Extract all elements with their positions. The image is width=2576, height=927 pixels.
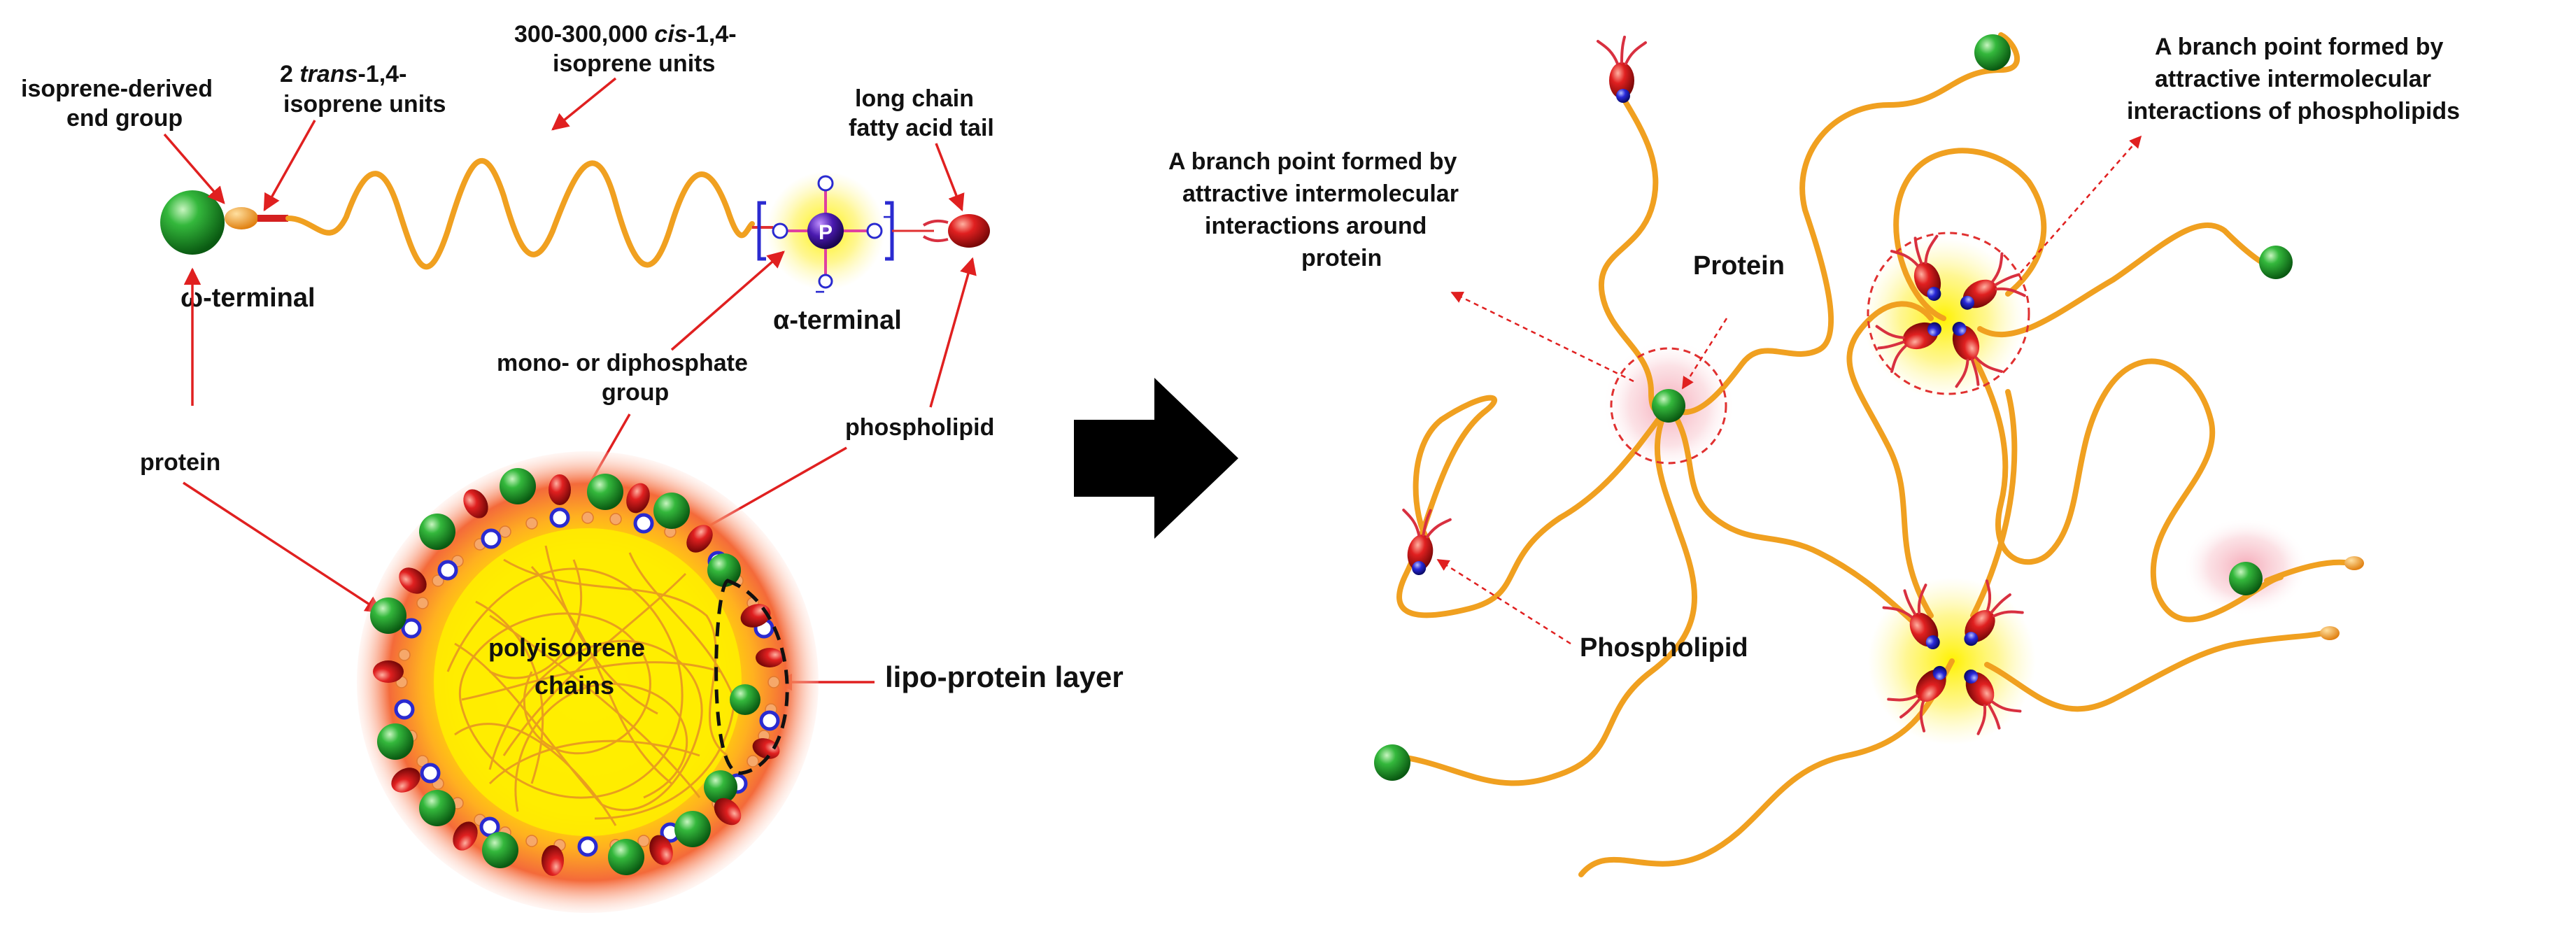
label-fatty-2: fatty acid tail — [849, 115, 994, 141]
rubber-molecule: P − − — [160, 157, 990, 302]
network-protein-right — [2259, 246, 2293, 279]
label-trans-2: isoprene units — [283, 91, 446, 118]
phosphate-ring — [394, 507, 780, 857]
phosphate-bracket-left — [757, 201, 766, 261]
right-arrows — [1436, 135, 2142, 645]
label-fatty-1: long chain — [855, 85, 974, 112]
label-branch-phospho-2: attractive intermolecular — [2155, 66, 2431, 92]
label-branch-phospho-1: A branch point formed by — [2155, 34, 2444, 60]
network-protein-top — [1974, 34, 2011, 71]
tangled-chains — [446, 545, 736, 826]
right-labels: A branch point formed by attractive inte… — [1168, 34, 2460, 663]
label-branch-protein-4: protein — [1301, 245, 1382, 271]
lipo-layer-outline — [714, 579, 789, 775]
svg-text:−: − — [883, 208, 893, 227]
phospholipid-single-left — [1391, 504, 1453, 581]
rubber-network — [1374, 32, 2364, 877]
label-alpha-terminal: α-terminal — [773, 306, 902, 335]
label-branch-protein-3: interactions around — [1205, 213, 1427, 239]
label-cis-2: isoprene units — [553, 50, 715, 77]
label-phosphate-2: group — [602, 379, 669, 406]
label-protein: protein — [140, 449, 220, 476]
rubber-particle: polyisoprene chains — [357, 451, 819, 913]
phosphorus-symbol: P — [819, 221, 833, 244]
label-trans-1: 2 trans-1,4- — [280, 61, 406, 87]
polyisoprene-core — [434, 528, 742, 836]
network-protein-mid-right — [2229, 562, 2263, 595]
label-phospholipid: phospholipid — [845, 414, 994, 441]
label-branch-protein-2: attractive intermolecular — [1182, 181, 1459, 207]
network-protein-bottom-left — [1374, 744, 1410, 781]
cis-isoprene-chain — [285, 157, 755, 270]
phosphorus-atom — [807, 213, 844, 249]
label-omega-terminal: ω-terminal — [181, 283, 316, 313]
alpha-phospholipid — [948, 214, 990, 248]
label-network-phospholipid: Phospholipid — [1580, 633, 1748, 663]
omega-protein-sphere — [160, 190, 225, 255]
phospholipid-single-top — [1597, 36, 1647, 104]
transition-arrow-icon — [1074, 378, 1238, 539]
label-network-protein: Protein — [1693, 251, 1785, 281]
label-cis-1: 300-300,000 cis-1,4- — [514, 21, 737, 48]
label-core-2: chains — [535, 671, 614, 700]
label-phosphate-1: mono- or diphosphate — [497, 350, 748, 376]
svg-text:−: − — [815, 283, 825, 302]
protein-branch-circle — [1610, 347, 1727, 465]
label-isoprene-end-2: end group — [66, 105, 183, 132]
particle-proteins — [370, 468, 760, 875]
network-chains — [1389, 32, 2354, 877]
label-branch-phospho-3: interactions of phospholipids — [2127, 98, 2460, 125]
label-branch-protein-1: A branch point formed by — [1168, 148, 1457, 175]
phospholipid-branch-circle — [1867, 232, 2030, 395]
left-labels: isoprene-derived end group 2 trans-1,4- … — [21, 21, 1124, 693]
label-core-1: polyisoprene — [488, 633, 645, 662]
label-lipo-protein-layer: lipo-protein layer — [885, 660, 1124, 693]
label-isoprene-end-1: isoprene-derived — [21, 76, 213, 102]
network-protein-center — [1652, 389, 1685, 423]
end-group-bead — [225, 207, 258, 229]
